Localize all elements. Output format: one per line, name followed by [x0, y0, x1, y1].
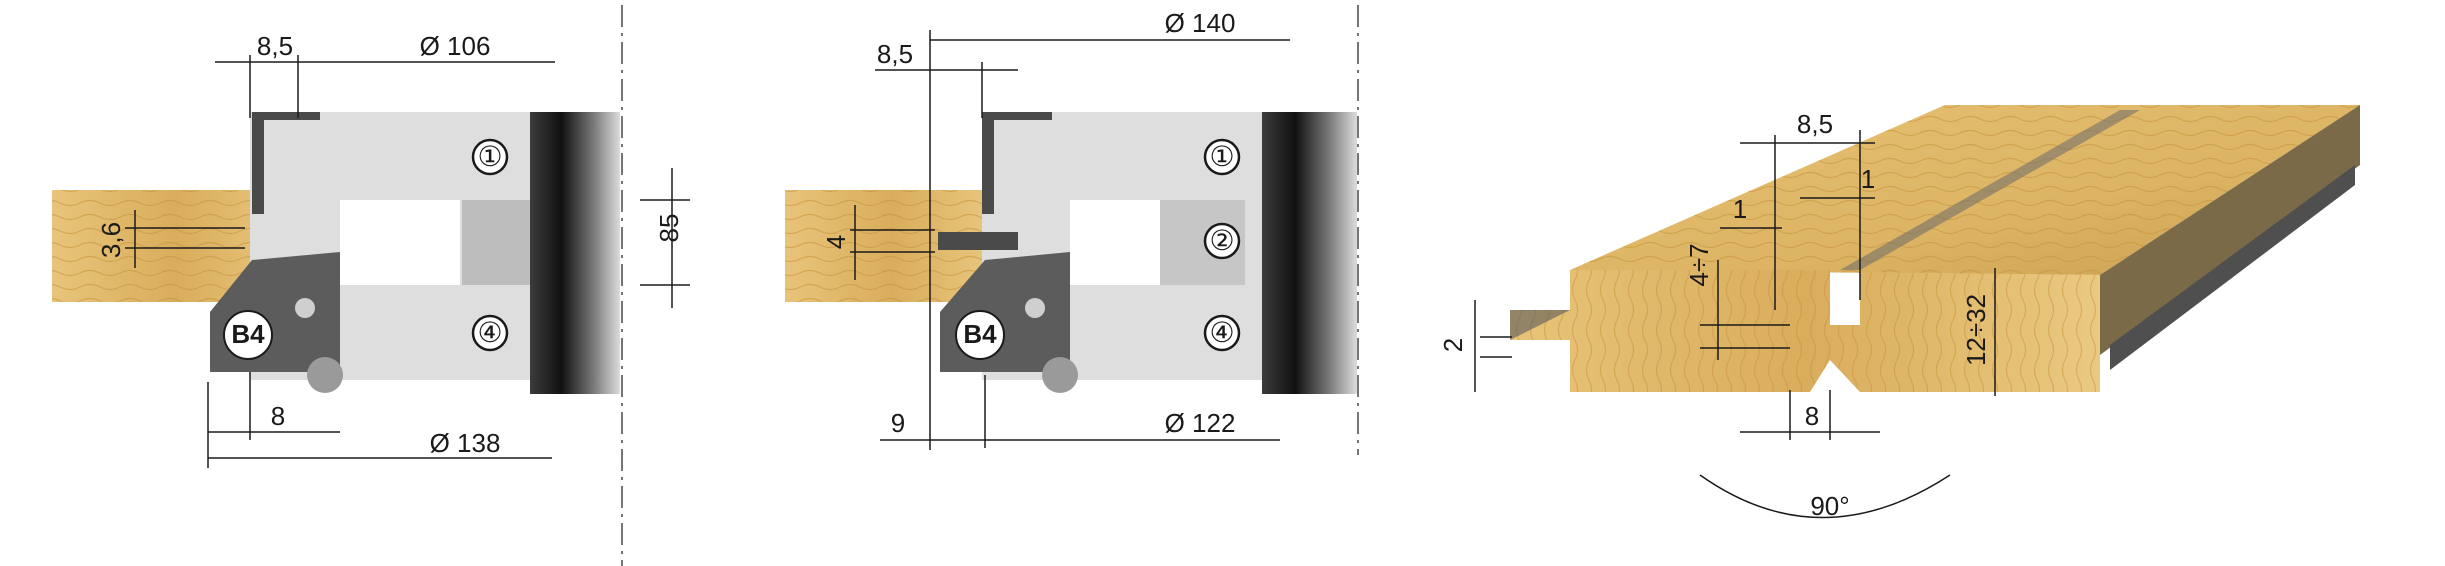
middle-knife-number-bottom-badge: [1203, 314, 1241, 352]
left-insert-label: B4: [231, 319, 265, 349]
middle-dim-bottom-small: 9: [891, 408, 905, 438]
left-knife-number-bottom-badge: [471, 314, 509, 352]
middle-knife-number-mid-badge: [1203, 222, 1241, 260]
left-knife-number-top-badge: [471, 138, 509, 176]
board-right-face: [2100, 105, 2360, 355]
middle-dim-bottom-diameter: Ø 122: [1165, 408, 1236, 438]
left-top-knife: [252, 112, 320, 214]
left-dim-bottom-small: 8: [271, 401, 285, 431]
left-knife-number-bottom: ④: [477, 317, 502, 348]
middle-top-knife: [982, 112, 1052, 214]
middle-knife-number-bottom: ④: [1209, 317, 1234, 348]
middle-knife-number-top: ①: [1209, 141, 1234, 172]
board-drawing: 8,5 1 1 4÷7 2 12÷32 8 90°: [1438, 105, 2360, 521]
middle-insert-label: B4: [963, 319, 997, 349]
left-dimension-lines: [125, 55, 690, 468]
middle-knife-number-top-badge: [1203, 138, 1241, 176]
board-dimension-lines: [1474, 130, 1996, 519]
middle-knife-number-mid: ②: [1209, 225, 1234, 256]
left-knife-number-top: ①: [477, 141, 502, 172]
left-dim-groove-depth: 3,6: [96, 222, 126, 258]
left-dim-top-diameter: Ø 106: [420, 31, 491, 61]
middle-dim-top-diameter: Ø 140: [1165, 8, 1236, 38]
middle-dimension-lines: [850, 30, 1290, 450]
middle-dim-top-small: 8,5: [877, 39, 913, 69]
left-dim-top-small: 8,5: [257, 31, 293, 61]
board-dim-top: 8,5: [1797, 109, 1833, 139]
left-tool-assembly: B4 ① ④ 8,5 Ø 106 85 3,6 8 Ø 138: [52, 5, 690, 566]
left-dim-bottom-diameter: Ø 138: [430, 428, 501, 458]
board-dim-right-gap: 1: [1861, 164, 1875, 194]
left-dim-height: 85: [654, 214, 684, 243]
board-dim-bottom: 8: [1805, 401, 1819, 431]
left-knife-stack: [530, 112, 620, 394]
board-dim-edge: 2: [1438, 338, 1468, 352]
middle-dim-groove-depth: 4: [821, 235, 851, 249]
board-dim-angle: 90°: [1810, 491, 1849, 521]
board-dim-tongue: 4÷7: [1684, 243, 1714, 286]
left-insert-label-badge: [223, 310, 273, 360]
board-dim-left-gap: 1: [1733, 194, 1747, 224]
middle-tool-assembly: B4 ① ② ④ Ø 140 8,5 4 9 Ø 122: [785, 5, 1359, 455]
middle-knife-stack: [1262, 112, 1357, 394]
board-dim-thickness: 12÷32: [1961, 294, 1991, 366]
middle-insert-label-badge: [955, 310, 1005, 360]
